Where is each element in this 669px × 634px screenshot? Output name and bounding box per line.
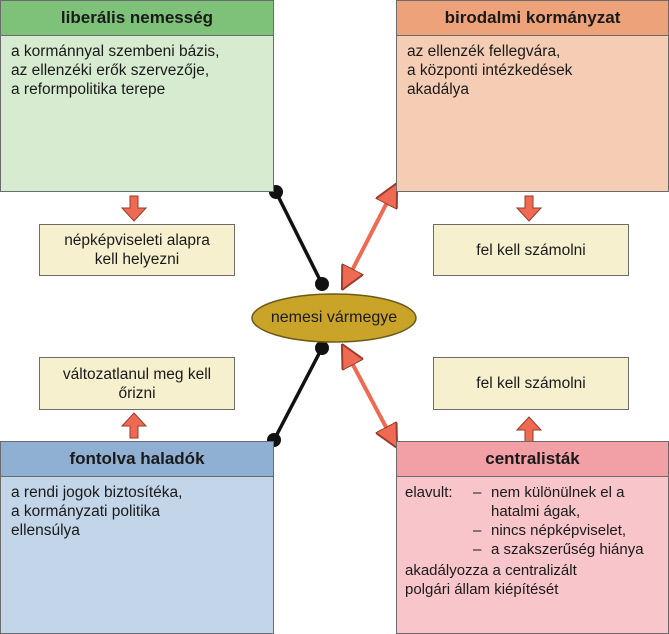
liberal-line-1: a kormánnyal szembeni bázis, (11, 43, 220, 60)
liberal-note: népképviseleti alapra kell helyezni (39, 224, 235, 276)
imperial-note: fel kell számolni (433, 224, 629, 276)
cautious-progressives-body: a rendi jogok biztosítéka, a kormányzati… (1, 477, 273, 546)
cautious-progressives-title: fontolva haladók (1, 442, 273, 477)
centralists-closing-1: akadályozza a centralizált (405, 562, 577, 579)
imperial-line-1: az ellenzék fellegvára, (407, 43, 561, 60)
centralists-closing-2: polgári állam kiépítését (405, 581, 559, 598)
centralists-note-text: fel kell számolni (476, 375, 586, 392)
liberal-line-2: az ellenzéki erők szervezője, (11, 62, 210, 79)
cautious-up-arrow (120, 412, 148, 439)
imperial-line-3: akadálya (407, 81, 470, 98)
liberal-connector-dot-bottom (315, 277, 329, 291)
liberal-note-line-1: népképviseleti alapra (64, 232, 210, 249)
centralists-item: nem különülnek el a hatalmi ágak, (491, 484, 625, 520)
liberal-nobility-box: liberális nemesség a kormánnyal szembeni… (0, 0, 274, 192)
cautious-note-line-1: változatlanul meg kell (62, 365, 212, 383)
liberal-down-arrow (120, 195, 148, 222)
centralists-item-row: – nincs népképviselet, (405, 521, 660, 540)
centralists-title: centralisták (397, 442, 668, 477)
liberal-line-3: a reformpolitika terepe (11, 81, 166, 98)
centralists-note: fel kell számolni (433, 357, 629, 410)
imperial-government-title: birodalmi kormányzat (397, 1, 668, 36)
cautious-line-3: ellensúlya (11, 522, 80, 539)
centralists-item: nincs népképviselet, (491, 522, 627, 539)
centralists-box: centralisták elavult: – nem különülnek e… (396, 441, 669, 634)
cautious-note: változatlanul meg kell őrizni (39, 357, 235, 410)
centralists-item-row: elavult: – nem különülnek el a hatalmi á… (405, 483, 660, 521)
cautious-line-2: a kormányzati politika (11, 503, 161, 520)
imperial-line-2: a központi intézkedések (407, 62, 573, 79)
imperial-government-box: birodalmi kormányzat az ellenzék fellegv… (396, 0, 669, 192)
imperial-note-text: fel kell számolni (476, 241, 586, 259)
centralists-item-row: – a szakszerűség hiánya (405, 540, 660, 559)
liberal-nobility-title: liberális nemesség (1, 1, 273, 36)
liberal-note-line-2: kell helyezni (94, 251, 180, 268)
imperial-double-arrow (343, 185, 396, 288)
cautious-note-line-2: őrizni (118, 384, 156, 402)
cautious-connector (272, 347, 324, 441)
dash-marker: – (473, 484, 482, 501)
liberal-nobility-body: a kormánnyal szembeni bázis, az ellenzék… (1, 36, 273, 105)
centralists-double-arrow (343, 346, 396, 446)
centralists-body: elavult: – nem különülnek el a hatalmi á… (397, 477, 668, 605)
cautious-connector-dot-top (315, 341, 329, 355)
imperial-down-arrow (515, 195, 543, 222)
liberal-connector (274, 191, 324, 285)
center-ellipse (251, 293, 417, 343)
centralists-up-arrow (515, 416, 543, 443)
dash-marker: – (473, 541, 482, 558)
dash-marker: – (473, 522, 482, 539)
center-label: nemesi vármegye (270, 309, 398, 326)
imperial-government-body: az ellenzék fellegvára, a központi intéz… (397, 36, 668, 105)
cautious-progressives-box: fontolva haladók a rendi jogok biztosíté… (0, 441, 274, 634)
cautious-line-1: a rendi jogok biztosítéka, (11, 484, 183, 501)
centralists-item: a szakszerűség hiánya (491, 541, 644, 558)
centralists-lead: elavult: (405, 484, 453, 501)
